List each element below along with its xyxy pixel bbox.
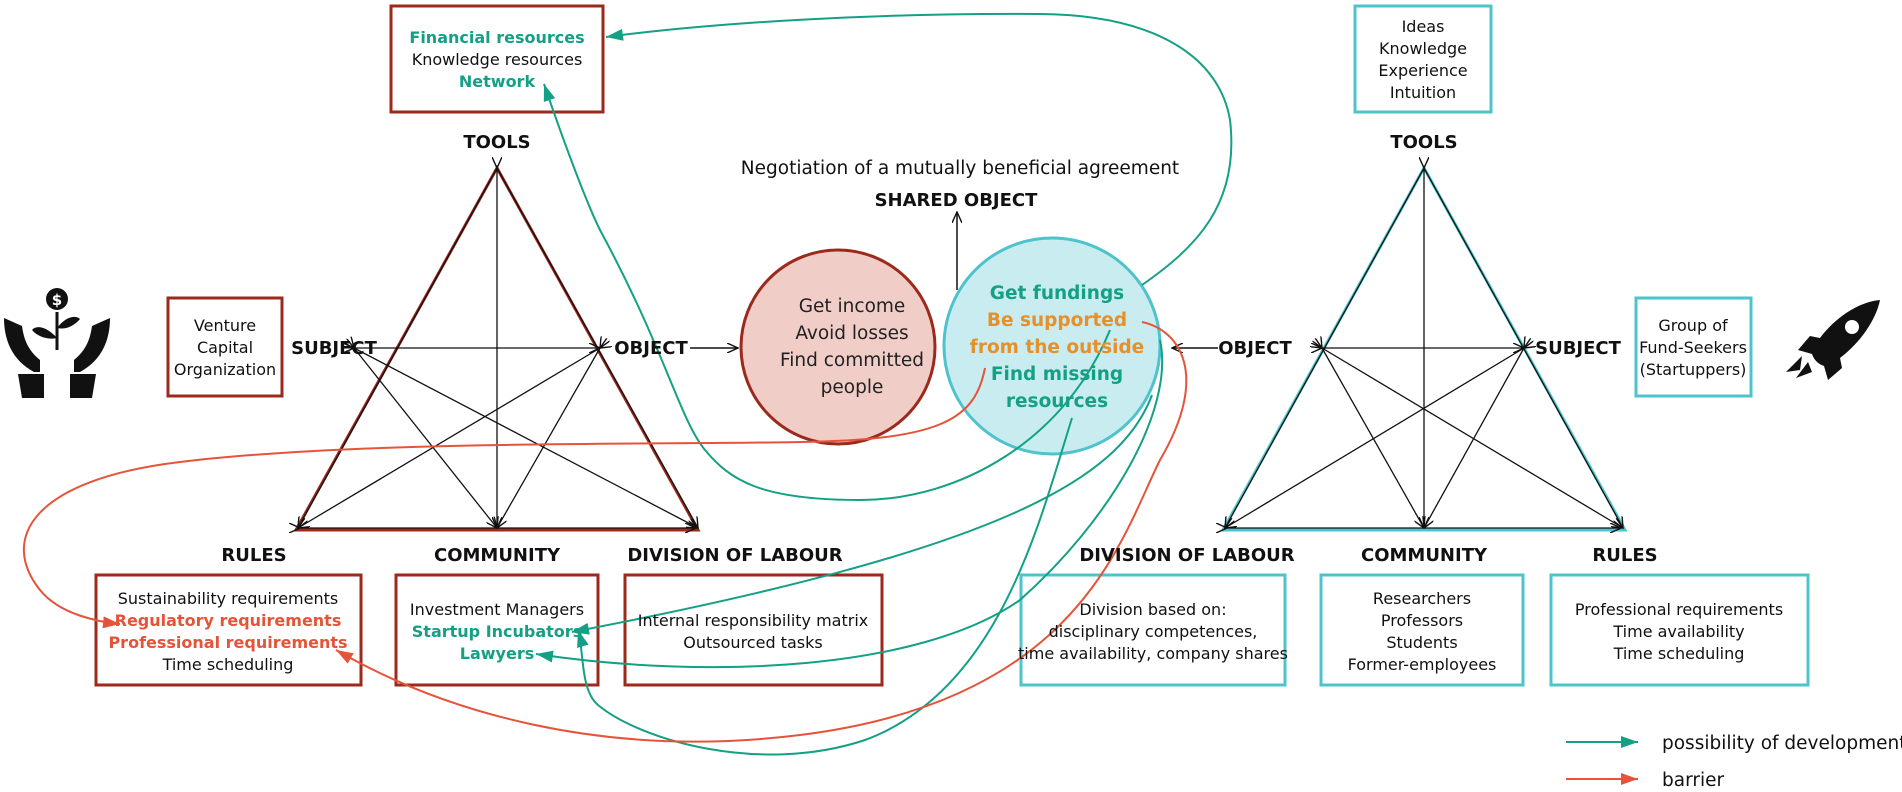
object-item-outside: from the outside — [970, 337, 1144, 358]
division-item: disciplinary competences, — [1049, 622, 1258, 641]
left-community-box — [394, 573, 600, 687]
right-subject-box — [1634, 296, 1753, 398]
left-object-circle — [739, 248, 937, 446]
right-subject-label: SUBJECT — [1535, 338, 1622, 359]
object-item: Get income — [799, 296, 906, 317]
tools-item: Experience — [1378, 61, 1467, 80]
barrier-arrows — [23, 321, 1188, 743]
tools-item: Knowledge — [1379, 39, 1467, 58]
boxes — [94, 4, 1810, 687]
subject-line: Fund-Seekers — [1639, 338, 1747, 357]
rules-item-regulatory: Regulatory requirements — [115, 611, 342, 630]
division-item: Internal responsibility matrix — [638, 611, 869, 630]
left-rules-label: RULES — [221, 545, 286, 566]
object-item-supported: Be supported — [987, 310, 1127, 331]
community-item-incubators: Startup Incubators — [412, 622, 582, 641]
tools-item: Intuition — [1390, 83, 1456, 102]
tools-item: Ideas — [1402, 17, 1445, 36]
right-division-label: DIVISION OF LABOUR — [1079, 545, 1294, 566]
subject-line: Capital — [197, 338, 253, 357]
subject-line: Organization — [174, 360, 276, 379]
object-item: people — [821, 377, 884, 398]
left-tools-text: Financial resources Knowledge resources … — [409, 28, 584, 91]
rules-item-professional: Professional requirements — [108, 633, 347, 652]
left-object-circle-text: Get income Avoid losses Find committed p… — [780, 296, 924, 398]
community-item-lawyers: Lawyers — [460, 644, 534, 663]
left-division-box — [623, 573, 884, 687]
subject-line: (Startuppers) — [1640, 360, 1747, 379]
division-item: Outsourced tasks — [683, 633, 822, 652]
left-community-text: Investment Managers Startup Incubators L… — [410, 600, 584, 663]
legend-development-label: possibility of development — [1662, 733, 1902, 754]
shared-object-label: SHARED OBJECT — [875, 190, 1039, 211]
right-rules-text: Professional requirements Time availabil… — [1575, 600, 1783, 663]
svg-text:$: $ — [52, 291, 62, 309]
left-tools-label: TOOLS — [463, 132, 530, 153]
left-subject-text: Venture Capital Organization — [174, 316, 276, 379]
subject-line: Venture — [194, 316, 256, 335]
rules-item: Time scheduling — [1613, 644, 1745, 663]
tools-item-network: Network — [459, 72, 536, 91]
left-rules-box — [94, 573, 363, 687]
left-community-label: COMMUNITY — [434, 545, 561, 566]
object-item: Find committed — [780, 350, 924, 371]
object-arrows — [690, 212, 1218, 348]
development-arrows — [535, 12, 1233, 756]
division-item: Division based on: — [1079, 600, 1226, 619]
right-object-label: OBJECT — [1218, 338, 1292, 359]
right-subject-text: Group of Fund-Seekers (Startuppers) — [1639, 316, 1747, 379]
rocket-icon — [1786, 300, 1880, 380]
right-rules-label: RULES — [1592, 545, 1657, 566]
right-object-circle-text: Get fundings Be supported from the outsi… — [970, 283, 1144, 412]
rules-item: Sustainability requirements — [118, 589, 338, 608]
right-tools-box — [1353, 4, 1493, 114]
right-community-text: Researchers Professors Students Former-e… — [1348, 589, 1497, 674]
subject-line: Group of — [1658, 316, 1728, 335]
left-object-label: OBJECT — [614, 338, 688, 359]
community-item: Former-employees — [1348, 655, 1497, 674]
tools-item-knowledge: Knowledge resources — [412, 50, 583, 69]
legend-barrier-label: barrier — [1662, 770, 1724, 791]
right-triangle-arrows — [1225, 168, 1623, 528]
tools-item-financial: Financial resources — [409, 28, 584, 47]
right-tools-text: Ideas Knowledge Experience Intuition — [1378, 17, 1467, 102]
left-division-label: DIVISION OF LABOUR — [627, 545, 842, 566]
division-item: time availability, company shares — [1018, 644, 1288, 663]
left-division-text: Internal responsibility matrix Outsource… — [638, 611, 869, 652]
community-item: Students — [1386, 633, 1457, 652]
left-subject-label: SUBJECT — [291, 338, 378, 359]
rules-item: Time scheduling — [162, 655, 294, 674]
community-item: Researchers — [1373, 589, 1471, 608]
right-tools-label: TOOLS — [1390, 132, 1457, 153]
object-item-resources: resources — [1006, 391, 1108, 412]
left-tools-box — [389, 4, 605, 114]
rules-item: Time availability — [1612, 622, 1744, 641]
right-rules-box — [1549, 573, 1810, 687]
left-rules-text: Sustainability requirements Regulatory r… — [108, 589, 347, 674]
right-community-box — [1319, 573, 1525, 687]
object-item: Avoid losses — [795, 323, 908, 344]
community-item: Investment Managers — [410, 600, 584, 619]
left-subject-box — [166, 296, 284, 398]
community-item: Professors — [1381, 611, 1463, 630]
right-object-circle — [942, 236, 1162, 456]
object-item-fundings: Get fundings — [990, 283, 1124, 304]
object-item-missing: Find missing — [991, 364, 1123, 385]
right-division-box — [1019, 573, 1287, 687]
rules-item: Professional requirements — [1575, 600, 1783, 619]
right-division-text: Division based on: disciplinary competen… — [1018, 600, 1288, 663]
hands-holding-plant-coin-icon: $ — [4, 288, 110, 398]
left-triangle-arrows — [298, 168, 698, 528]
negotiation-caption: Negotiation of a mutually beneficial agr… — [741, 158, 1179, 179]
right-community-label: COMMUNITY — [1361, 545, 1488, 566]
legend: possibility of development barrier — [1566, 733, 1902, 791]
